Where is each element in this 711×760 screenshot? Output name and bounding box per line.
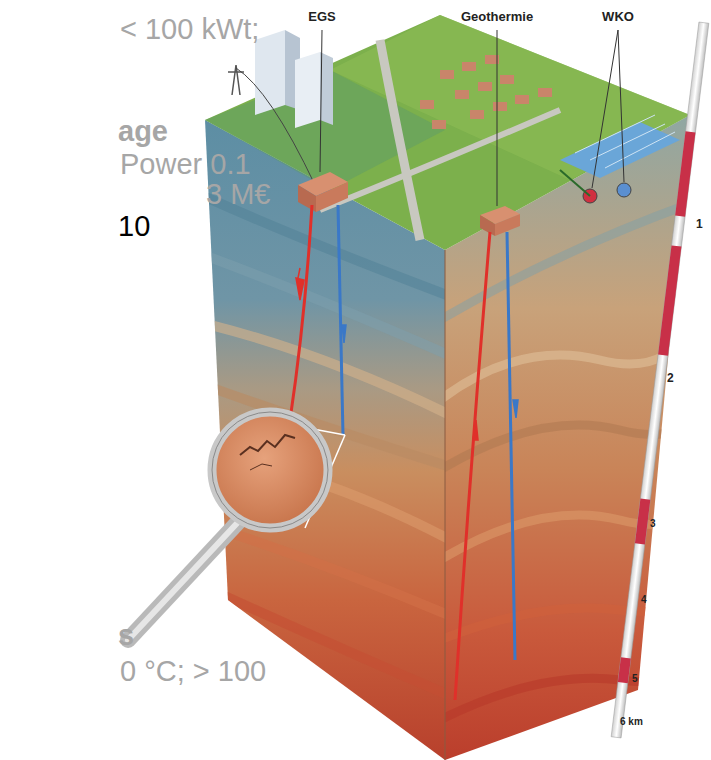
illustration-part xyxy=(455,90,469,99)
illustration-part xyxy=(205,15,690,250)
illustration-part xyxy=(440,200,700,720)
illustration-part xyxy=(212,412,328,528)
illustration-part xyxy=(190,250,460,360)
slide-text-fragment: 3 M€ xyxy=(206,179,270,211)
illustration-part xyxy=(513,400,518,418)
illustration-part xyxy=(473,420,478,440)
illustration-part xyxy=(440,470,700,560)
illustration-part xyxy=(635,498,650,544)
illustration-part xyxy=(212,412,328,528)
illustration-part xyxy=(455,232,490,700)
illustration-part xyxy=(228,65,244,95)
illustration-part xyxy=(618,30,624,182)
illustration-part xyxy=(658,245,681,355)
illustration-part xyxy=(618,657,631,683)
illustration-part xyxy=(480,215,495,236)
illustration-part xyxy=(575,115,675,168)
illustration-part xyxy=(432,120,446,129)
illustration-part xyxy=(128,520,240,640)
slide-text-fragment: 0 °C; > 100 xyxy=(120,656,266,688)
depth-number: 6 km xyxy=(620,716,643,727)
illustration-part xyxy=(250,464,272,470)
illustration-part xyxy=(440,640,700,720)
illustration-part xyxy=(675,131,695,217)
illustration-part xyxy=(500,75,514,84)
illustration-part xyxy=(493,102,507,111)
illustration-part xyxy=(478,82,492,91)
illustration-part xyxy=(380,40,420,240)
plant-label: WKO xyxy=(602,10,634,24)
illustration-part xyxy=(290,205,312,420)
illustration-part xyxy=(592,30,618,188)
slide-text-fragment: 10 xyxy=(118,211,150,243)
depth-number: 3 xyxy=(650,518,656,529)
depth-number: 5 xyxy=(632,673,638,684)
illustration-part xyxy=(470,110,484,119)
illustration-part xyxy=(296,268,304,300)
illustration-part xyxy=(507,232,515,660)
illustration-part xyxy=(462,62,476,71)
slide-text-fragment: s xyxy=(118,620,134,652)
depth-number: 4 xyxy=(641,594,647,605)
illustration-part xyxy=(240,435,295,455)
illustration-part xyxy=(560,122,680,178)
depth-number: 2 xyxy=(667,372,674,385)
slide-text-fragment: Power 0.1 xyxy=(120,149,251,181)
illustration-part xyxy=(538,88,552,97)
illustration-part xyxy=(440,70,454,79)
depth-number: 1 xyxy=(696,218,703,231)
illustration-part xyxy=(338,205,343,435)
illustration-part xyxy=(320,110,560,210)
illustration-part xyxy=(190,320,460,420)
slide-text-fragment: < 100 kWt; xyxy=(120,14,259,46)
illustration-part xyxy=(420,55,552,129)
illustration-part xyxy=(445,250,446,760)
illustration-part xyxy=(515,95,529,104)
illustration-part xyxy=(611,22,709,738)
illustration-part xyxy=(611,22,709,738)
illustration-part xyxy=(440,560,700,640)
illustration-part xyxy=(342,325,346,343)
illustration-part xyxy=(420,100,434,109)
illustration-part xyxy=(497,30,498,206)
illustration-part xyxy=(316,182,348,212)
slide-text-fragment: age xyxy=(118,116,168,148)
plant-label: EGS xyxy=(308,10,335,24)
illustration-part xyxy=(128,520,240,640)
illustration-part xyxy=(255,30,285,115)
plant-label: Geothermie xyxy=(461,10,533,24)
illustration-part xyxy=(190,190,460,700)
illustration-part xyxy=(560,170,590,196)
illustration-part xyxy=(320,30,322,172)
illustration-part xyxy=(617,183,631,197)
illustration-part xyxy=(295,52,320,128)
